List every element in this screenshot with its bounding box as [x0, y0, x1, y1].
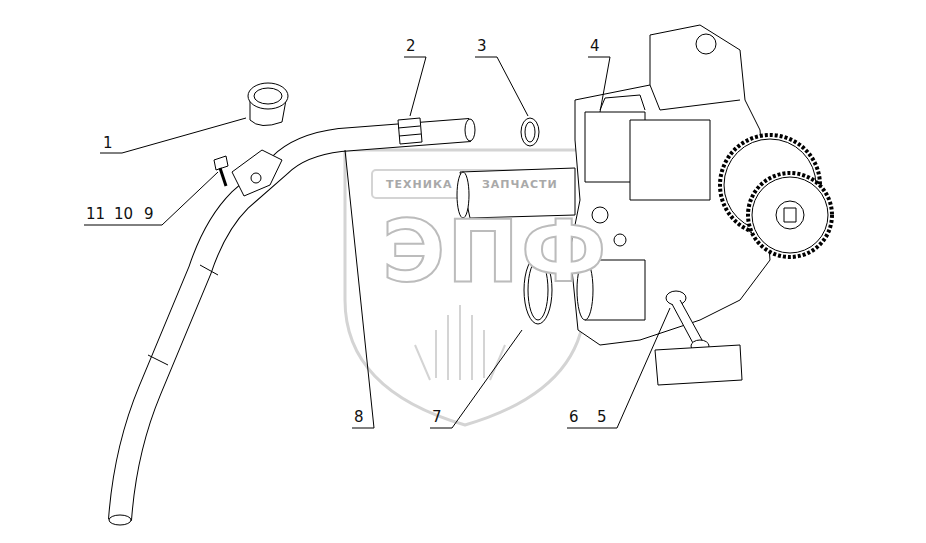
- callout-number: 9: [144, 207, 154, 222]
- callout-number: 6: [569, 410, 579, 425]
- callout-number: 5: [597, 410, 607, 425]
- callout-number: 3: [477, 39, 487, 54]
- callout-number: 8: [354, 410, 364, 425]
- callout-number: 11: [86, 207, 105, 222]
- watermark-text: ЗАПЧАСТИ: [482, 179, 558, 190]
- callout-number: 7: [432, 410, 442, 425]
- callout-number: 2: [406, 39, 416, 54]
- watermark-text: ЭПФ: [382, 208, 608, 294]
- watermark-text: ТЕХНИКА: [386, 179, 452, 190]
- leader-lines: [84, 57, 670, 428]
- callout-number: 1: [103, 136, 113, 151]
- callout-number: 10: [114, 207, 133, 222]
- callout-number: 4: [590, 39, 600, 54]
